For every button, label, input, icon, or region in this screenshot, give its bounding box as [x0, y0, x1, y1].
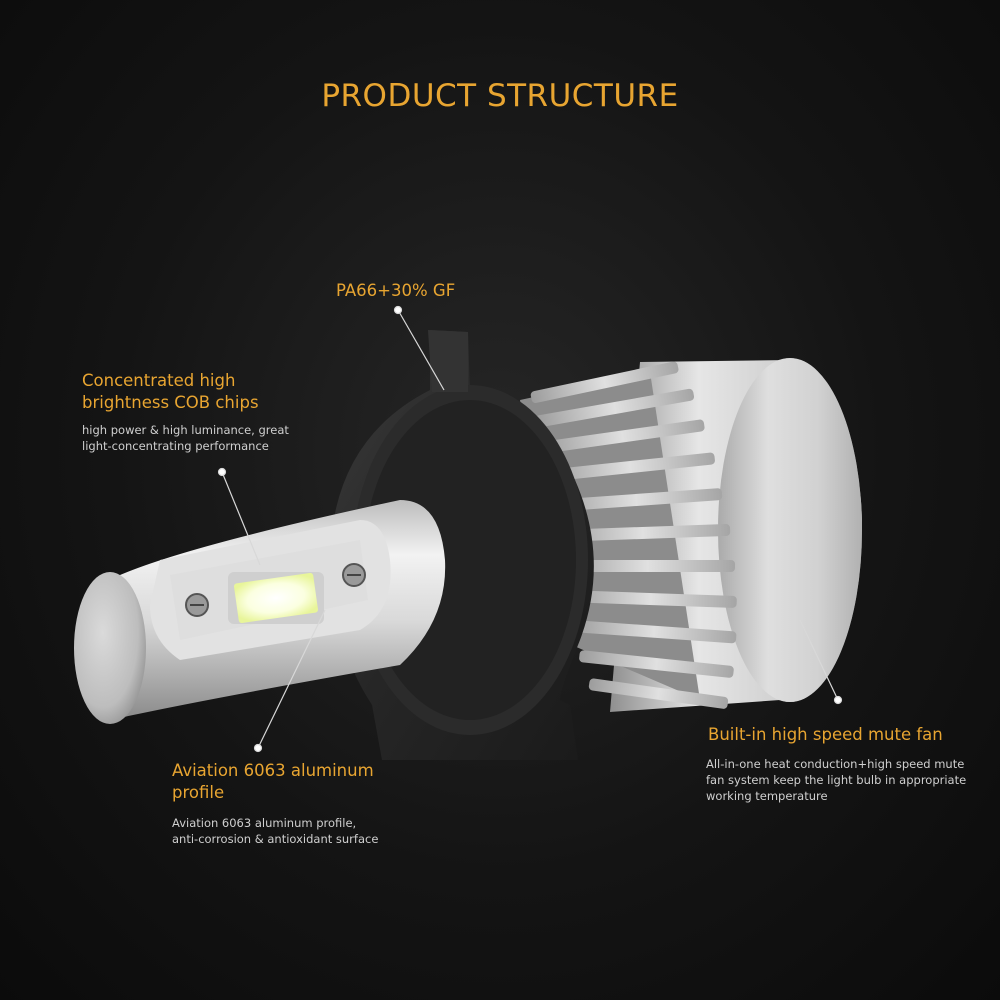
- fan-desc-line-3: working temperature: [706, 789, 828, 803]
- cob-desc-line-2: light-concentrating performance: [82, 439, 269, 453]
- page-title: PRODUCT STRUCTURE: [321, 78, 679, 114]
- aviation-desc-line-1: Aviation 6063 aluminum profile,: [172, 816, 357, 830]
- pa66-heading-text: PA66+30% GF: [336, 281, 456, 300]
- pa66-heading: PA66+30% GF: [336, 280, 455, 302]
- cob-desc-line-1: high power & high luminance, great: [82, 423, 289, 437]
- cob-heading-line-2: brightness COB chips: [82, 393, 259, 412]
- aviation-heading-line-1: Aviation 6063 aluminum: [172, 761, 374, 780]
- fan-heading: Built-in high speed mute fan: [708, 724, 943, 746]
- cob-heading: Concentrated high brightness COB chips: [82, 370, 259, 414]
- fan-description: All-in-one heat conduction+high speed mu…: [706, 756, 966, 804]
- aviation-desc-line-2: anti-corrosion & antioxidant surface: [172, 832, 379, 846]
- aviation-description: Aviation 6063 aluminum profile, anti-cor…: [172, 815, 378, 847]
- leader-lines: [217, 305, 843, 753]
- fan-desc-line-2: fan system keep the light bulb in approp…: [706, 773, 967, 787]
- aviation-heading: Aviation 6063 aluminum profile: [172, 760, 374, 804]
- fan-heading-text: Built-in high speed mute fan: [708, 725, 943, 744]
- aviation-heading-line-2: profile: [172, 783, 225, 802]
- cob-heading-line-1: Concentrated high: [82, 371, 236, 390]
- fan-desc-line-1: All-in-one heat conduction+high speed mu…: [706, 757, 965, 771]
- cob-description: high power & high luminance, great light…: [82, 422, 289, 454]
- bulb-tip: [74, 572, 146, 724]
